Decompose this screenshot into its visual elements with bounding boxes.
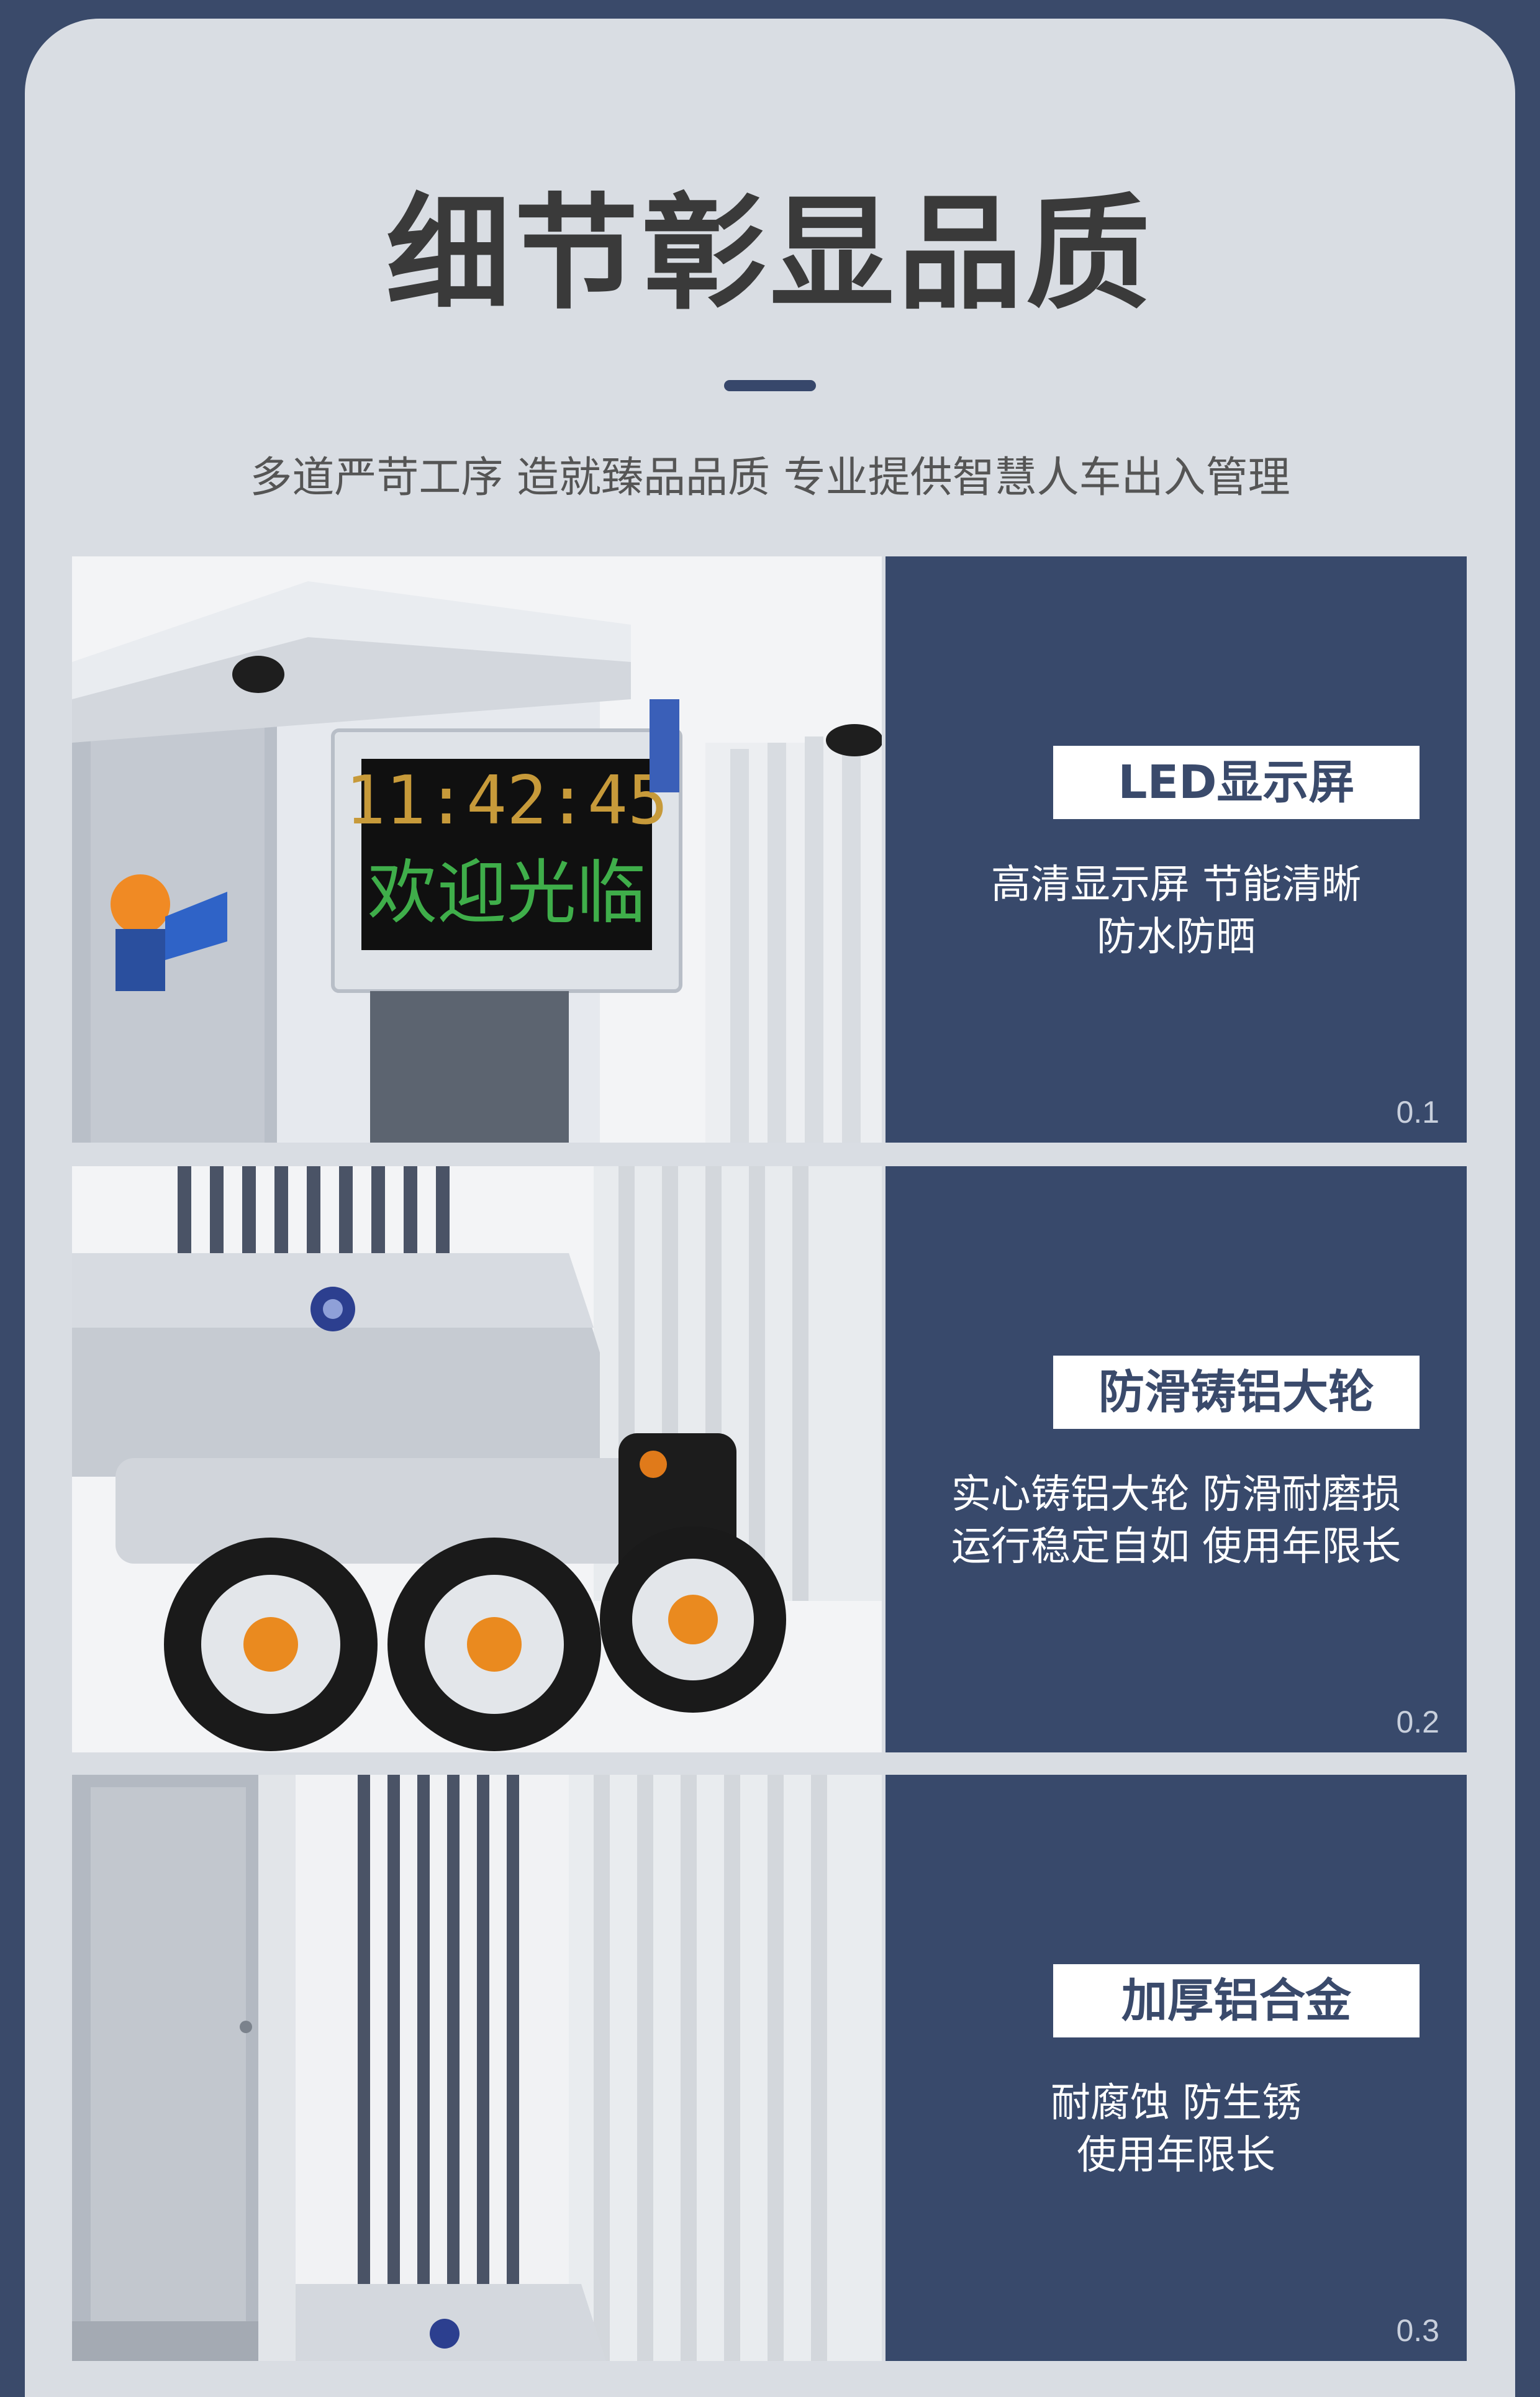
title-underline: [724, 380, 816, 391]
aluminum-feature-panel: 加厚铝合金 耐腐蚀 防生锈 使用年限长 0.3: [886, 1775, 1467, 2361]
wheels-feature-number: 0.2: [1396, 1705, 1439, 1739]
aluminum-image: [72, 1775, 882, 2361]
aluminum-feature-number: 0.3: [1396, 2313, 1439, 2348]
led-feature-panel: LED显示屏 高清显示屏 节能清晰 防水防晒 0.1: [886, 556, 1467, 1143]
aluminum-feature-tag: 加厚铝合金: [1053, 1964, 1420, 2037]
wheels-feature-panel: 防滑铸铝大轮 实心铸铝大轮 防滑耐磨损 运行稳定自如 使用年限长 0.2: [886, 1166, 1467, 1752]
wheels-image: [72, 1166, 882, 1752]
led-welcome-text: 欢迎光临: [368, 853, 646, 933]
led-display-image: 11:42:45 欢迎光临: [72, 556, 882, 1143]
aluminum-feature-description: 耐腐蚀 防生锈 使用年限长: [910, 2077, 1442, 2182]
aluminum-desc-line-1: 耐腐蚀 防生锈: [1050, 2080, 1302, 2126]
led-feature-description: 高清显示屏 节能清晰 防水防晒: [910, 859, 1442, 963]
wheels-feature-tag: 防滑铸铝大轮: [1053, 1356, 1420, 1429]
page-subtitle: 多道严苛工序 造就臻品品质 专业提供智慧人车出入管理: [250, 453, 1290, 502]
wheels-feature-description: 实心铸铝大轮 防滑耐磨损 运行稳定自如 使用年限长: [910, 1469, 1442, 1573]
aluminum-desc-line-2: 使用年限长: [1077, 2132, 1275, 2178]
feature-row-led: 11:42:45 欢迎光临 LED显示屏 高清显示屏 节能清晰 防水防晒 0.1: [72, 556, 1467, 1143]
led-feature-tag: LED显示屏: [1053, 746, 1420, 819]
feature-row-aluminum: 加厚铝合金 耐腐蚀 防生锈 使用年限长 0.3: [72, 1775, 1467, 2361]
wheels-desc-line-1: 实心铸铝大轮 防滑耐磨损: [951, 1472, 1402, 1518]
feature-row-wheels: 防滑铸铝大轮 实心铸铝大轮 防滑耐磨损 运行稳定自如 使用年限长 0.2: [72, 1166, 1467, 1752]
led-feature-number: 0.1: [1396, 1095, 1439, 1130]
page-title: 细节彰显品质: [386, 182, 1154, 327]
led-desc-line-1: 高清显示屏 节能清晰: [990, 862, 1362, 908]
led-desc-line-2: 防水防晒: [1097, 914, 1256, 960]
led-time-text: 11:42:45: [345, 762, 668, 840]
wheels-desc-line-2: 运行稳定自如 使用年限长: [951, 1524, 1402, 1570]
